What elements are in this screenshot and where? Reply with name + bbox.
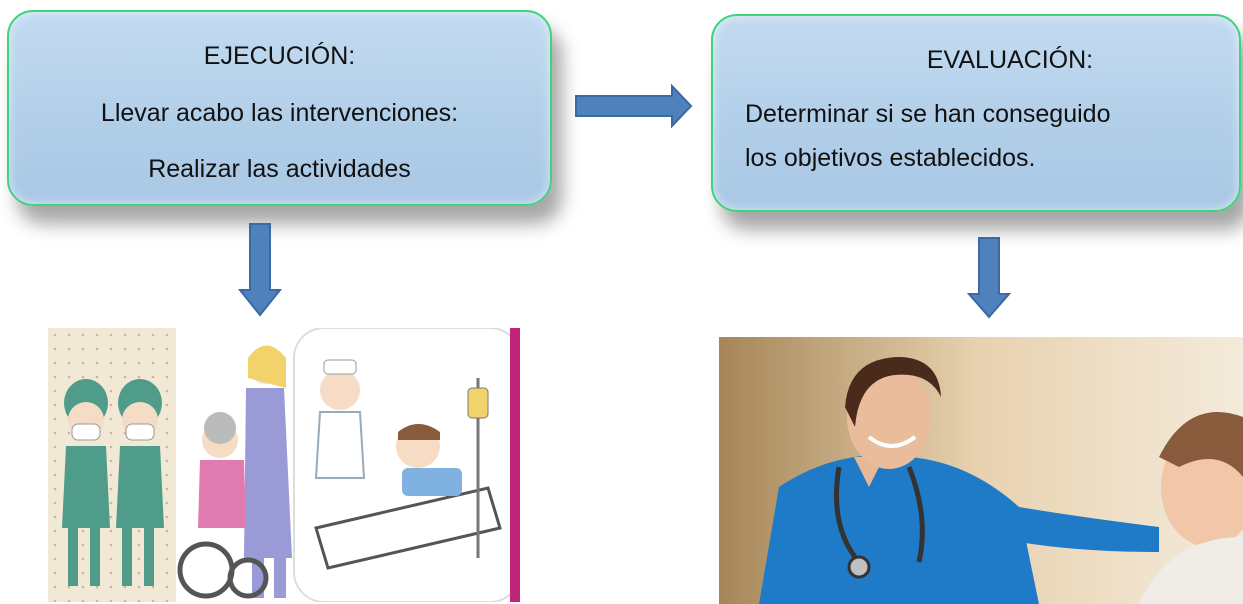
- evaluacion-line-2: los objetivos establecidos.: [745, 144, 1036, 172]
- arrow-down-icon: [238, 223, 282, 317]
- ejecucion-line-1: Llevar acabo las intervenciones:: [100, 99, 459, 127]
- ejecucion-box: EJECUCIÓN: Llevar acabo las intervencion…: [7, 10, 552, 206]
- ejecucion-line-2: Realizar las actividades: [148, 155, 411, 183]
- healthcare-cartoon-image: [48, 328, 520, 602]
- evaluacion-title: EVALUACIÓN:: [926, 46, 1094, 74]
- arrow-right-icon: [575, 84, 693, 128]
- arrow-down-icon: [967, 237, 1011, 319]
- nurse-patient-photo: [719, 337, 1243, 604]
- evaluacion-line-1: Determinar si se han conseguido: [745, 100, 1111, 128]
- evaluacion-box: EVALUACIÓN: Determinar si se han consegu…: [711, 14, 1241, 212]
- ejecucion-title: EJECUCIÓN:: [203, 42, 356, 70]
